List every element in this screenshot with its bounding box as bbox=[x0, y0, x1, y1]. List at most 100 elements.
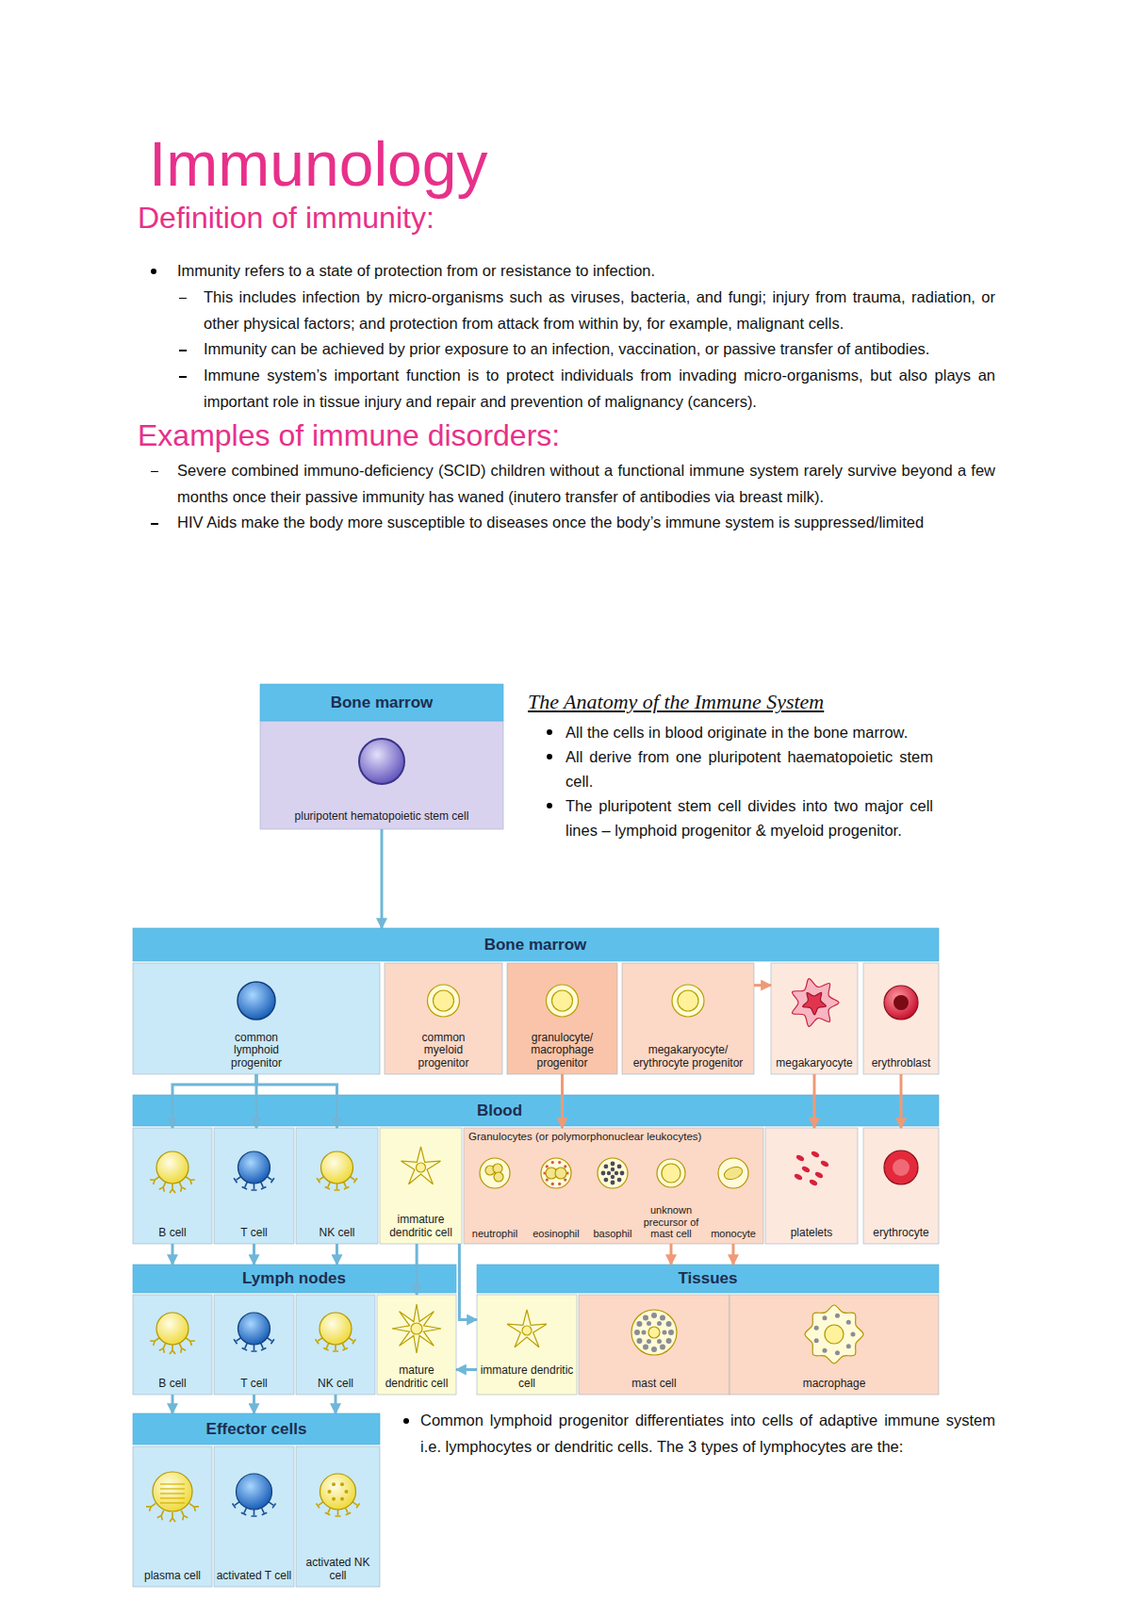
cell-icon bbox=[884, 1150, 918, 1185]
cell-icon bbox=[149, 1151, 196, 1194]
illustration-part bbox=[320, 1474, 357, 1510]
illustration-part bbox=[327, 1490, 332, 1494]
cell-icon bbox=[507, 1310, 547, 1348]
panel-fill bbox=[863, 963, 939, 1075]
band-heading: Bone marrow bbox=[484, 928, 588, 962]
illustration-part bbox=[803, 992, 827, 1016]
cell-panel: activated NK cell bbox=[295, 1446, 380, 1588]
illustration-part bbox=[642, 1344, 649, 1351]
illustration-part bbox=[659, 1314, 666, 1321]
cell-panel: activated T cell bbox=[213, 1446, 295, 1588]
illustration-part bbox=[238, 1151, 271, 1184]
illustration-part bbox=[646, 1321, 652, 1327]
illustration-part bbox=[722, 1164, 745, 1182]
illustration-part bbox=[634, 1329, 640, 1336]
illustration-part bbox=[651, 1312, 657, 1319]
illustration-part bbox=[555, 1167, 567, 1180]
illustration-part bbox=[801, 1165, 811, 1175]
cell-icon bbox=[427, 984, 460, 1017]
cell-panel: platelets bbox=[765, 1128, 858, 1245]
text-row: Severe combined immuno-deficiency (SCID)… bbox=[137, 458, 996, 511]
cell-icon bbox=[146, 1472, 199, 1523]
illustration-part bbox=[507, 1310, 547, 1348]
illustration-part bbox=[824, 1325, 844, 1345]
box-heading: Bone marrow bbox=[330, 684, 434, 722]
cell-label: unknown precursor of mast cell bbox=[640, 1204, 702, 1241]
bullet-mark bbox=[546, 803, 553, 809]
illustration-part bbox=[604, 1178, 609, 1183]
illustration-part bbox=[427, 984, 460, 1017]
panel-fill bbox=[132, 963, 380, 1075]
illustration-part bbox=[160, 1497, 185, 1499]
illustration-part bbox=[636, 1321, 642, 1328]
illustration-part bbox=[479, 1158, 510, 1189]
header-strip bbox=[132, 1095, 939, 1127]
header-strip bbox=[476, 1264, 939, 1294]
illustration-part bbox=[610, 1162, 616, 1167]
cell-illustrations bbox=[146, 738, 918, 1523]
illustration-part bbox=[557, 1161, 561, 1164]
cell-panel: macrophage bbox=[729, 1294, 939, 1395]
illustration-part bbox=[606, 1171, 611, 1176]
illustration-part bbox=[160, 1502, 185, 1504]
illustration-part bbox=[656, 1339, 662, 1345]
panel-fill bbox=[578, 1294, 730, 1395]
illustration-part bbox=[846, 1320, 852, 1326]
text-row: Immunity refers to a state of protection… bbox=[137, 258, 996, 285]
panel-fill bbox=[377, 1294, 457, 1395]
arrow-connector bbox=[670, 1244, 673, 1265]
cell-icon bbox=[672, 984, 705, 1017]
illustration-part bbox=[551, 1161, 555, 1164]
cell-panel: mast cell bbox=[578, 1294, 730, 1395]
cell-icon bbox=[237, 982, 276, 1020]
illustration-part bbox=[814, 1171, 824, 1181]
panel-fill bbox=[507, 963, 618, 1075]
cell-panel: common myeloid progenitor bbox=[384, 963, 503, 1075]
cell-label: immature dendritic cell bbox=[381, 1213, 460, 1241]
text-row: This includes infection by micro-organis… bbox=[137, 284, 996, 338]
cell-icon bbox=[316, 1151, 358, 1191]
illustration-part bbox=[522, 1326, 532, 1336]
cell-label: megakaryocyte/ erythrocyte progenitor bbox=[623, 1044, 753, 1071]
cell-icon bbox=[149, 1312, 196, 1355]
body-text: HIV Aids make the body more susceptible … bbox=[177, 509, 996, 537]
cell-panel: basophil bbox=[586, 1147, 640, 1245]
cell-icon bbox=[231, 1474, 276, 1517]
illustration-part bbox=[157, 1509, 167, 1522]
illustration-part bbox=[620, 1171, 625, 1177]
illustration-part bbox=[636, 1338, 642, 1345]
illustration-part bbox=[846, 1344, 852, 1349]
panel-fill bbox=[295, 1128, 378, 1245]
illustration-part bbox=[672, 984, 705, 1017]
illustration-part bbox=[332, 1344, 339, 1352]
illustration-part bbox=[668, 1329, 674, 1336]
bullet-mark bbox=[150, 268, 157, 275]
cell-label: monocyte bbox=[710, 1228, 756, 1241]
illustration-part bbox=[610, 1167, 615, 1172]
arrow-connector bbox=[813, 1074, 817, 1129]
cell-label: basophil bbox=[593, 1228, 633, 1241]
text-column: The Anatomy of the Immune SystemAll the … bbox=[527, 688, 934, 843]
panel-fill bbox=[476, 1294, 577, 1395]
illustration-part bbox=[646, 1339, 652, 1345]
illustration-part bbox=[601, 1171, 607, 1177]
arrow-connector bbox=[171, 1244, 175, 1265]
illustration-part bbox=[331, 1482, 336, 1487]
band: Bone marrowcommon lymphoid progenitorcom… bbox=[132, 928, 939, 1075]
body-text: All the cells in blood originate in the … bbox=[565, 720, 934, 745]
arrow-connector bbox=[252, 1394, 256, 1414]
illustration-part bbox=[819, 1160, 830, 1169]
cell-panel: plasma cell bbox=[132, 1446, 213, 1588]
band-heading: Effector cells bbox=[206, 1413, 308, 1445]
cell-panel: NK cell bbox=[295, 1128, 378, 1245]
panel-fill bbox=[132, 1294, 213, 1395]
cell-icon bbox=[804, 1305, 864, 1364]
illustration-part bbox=[884, 1150, 918, 1185]
illustration-part bbox=[392, 1304, 442, 1354]
body-text: This includes infection by micro-organis… bbox=[203, 284, 996, 338]
illustration-part bbox=[152, 1472, 193, 1512]
panel-fill bbox=[213, 1446, 295, 1588]
cell-label: activated T cell bbox=[216, 1570, 293, 1584]
panel-fill bbox=[132, 1446, 213, 1588]
panel-fill bbox=[770, 963, 858, 1075]
